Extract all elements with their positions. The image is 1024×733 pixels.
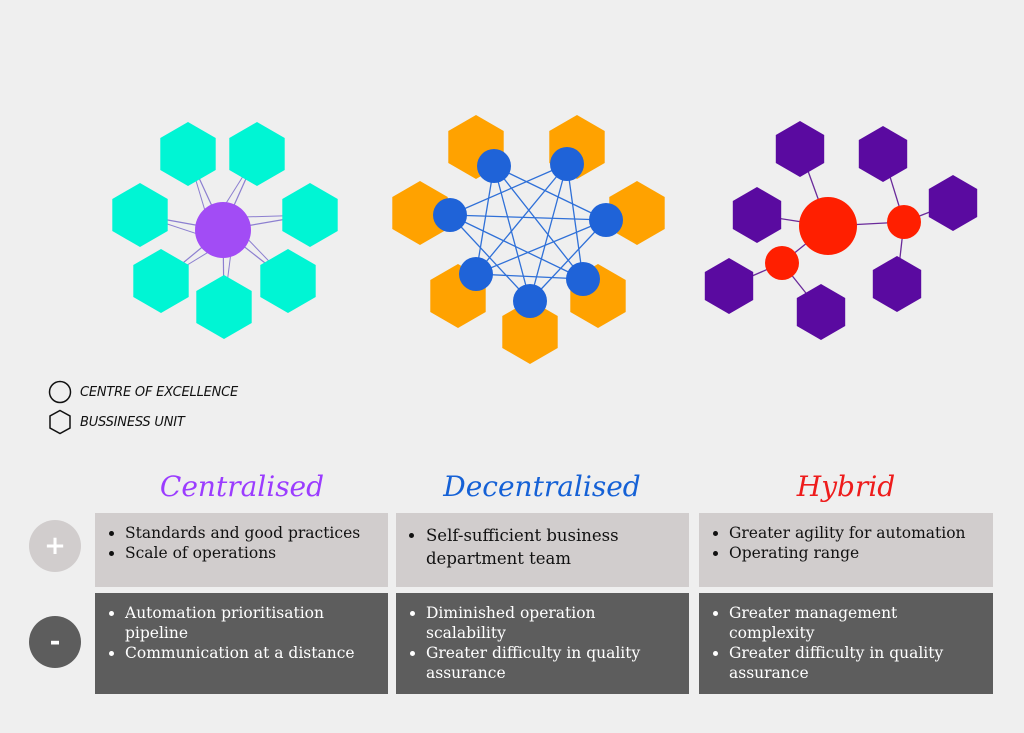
business-unit-hexagon xyxy=(775,121,825,177)
centre-of-excellence-circle xyxy=(433,198,467,232)
link-line xyxy=(529,219,607,302)
link-line xyxy=(493,165,531,302)
con-item: Automation prioritisation pipeline xyxy=(125,603,376,643)
link-line xyxy=(475,163,568,275)
centre-of-excellence-circle xyxy=(477,149,511,183)
business-unit-hexagon xyxy=(502,300,558,364)
legend-coe-label: CENTRE OF EXCELLENCE xyxy=(80,384,239,400)
business-unit-hexagon xyxy=(160,122,216,186)
centre-of-excellence-circle xyxy=(459,257,493,291)
hybrid-diagram xyxy=(704,121,978,340)
centre-of-excellence-circle xyxy=(566,262,600,296)
centre-of-excellence-circle xyxy=(765,246,799,280)
advantages-plus-icon: + xyxy=(29,520,81,572)
business-unit-hexagon xyxy=(392,181,448,245)
hybrid-pros-cell: Greater agility for automation Operating… xyxy=(699,513,993,587)
link-line xyxy=(566,163,584,280)
disadvantages-minus-icon: - xyxy=(29,616,81,668)
centre-of-excellence-circle xyxy=(799,197,857,255)
decentralised-cons-cell: Diminished operation scalability Greater… xyxy=(396,593,689,694)
link-line xyxy=(529,163,568,302)
legend-business-unit: BUSSINESS UNIT xyxy=(48,407,238,437)
link-line xyxy=(475,219,607,275)
business-unit-hexagon xyxy=(260,249,316,313)
business-unit-hexagon xyxy=(196,275,252,339)
link-line xyxy=(475,165,495,275)
hybrid-heading: Hybrid xyxy=(796,470,896,503)
hybrid-cons-cell: Greater management complexity Greater di… xyxy=(699,593,993,694)
business-unit-hexagon xyxy=(732,187,782,243)
business-unit-hexagon xyxy=(928,175,978,231)
business-unit-hexagon xyxy=(704,258,754,314)
con-item: Diminished operation scalability xyxy=(426,603,677,643)
business-unit-hexagon xyxy=(796,284,846,340)
link-line xyxy=(449,163,568,216)
circle-icon xyxy=(48,380,72,404)
con-item: Greater management complexity xyxy=(729,603,981,643)
pro-item: Scale of operations xyxy=(125,543,376,563)
hexagon-icon xyxy=(49,409,71,435)
link-line xyxy=(475,273,584,280)
business-unit-hexagon xyxy=(609,181,665,245)
link-line xyxy=(449,214,607,221)
pro-item: Greater agility for automation xyxy=(729,523,981,543)
business-unit-hexagon xyxy=(229,122,285,186)
centre-of-excellence-circle xyxy=(513,284,547,318)
centre-of-excellence-circle xyxy=(195,202,251,258)
con-item: Greater difficulty in quality assurance xyxy=(729,643,981,683)
link-line xyxy=(493,165,607,221)
business-unit-hexagon xyxy=(133,249,189,313)
centre-of-excellence-circle xyxy=(589,203,623,237)
legend-business-unit-label: BUSSINESS UNIT xyxy=(80,414,185,430)
con-item: Communication at a distance xyxy=(125,643,376,663)
pro-item: Standards and good practices xyxy=(125,523,376,543)
centralised-diagram xyxy=(112,122,338,339)
legend-coe: CENTRE OF EXCELLENCE xyxy=(48,377,238,407)
centre-of-excellence-circle xyxy=(887,205,921,239)
pro-item: Self-sufficient business department team xyxy=(426,524,677,570)
con-item: Greater difficulty in quality assurance xyxy=(426,643,677,683)
decentralised-heading: Decentralised xyxy=(443,470,641,503)
legend: CENTRE OF EXCELLENCE BUSSINESS UNIT xyxy=(48,377,238,437)
centralised-heading: Centralised xyxy=(159,470,325,503)
link-line xyxy=(449,214,584,280)
business-unit-hexagon xyxy=(282,183,338,247)
business-unit-hexagon xyxy=(858,126,908,182)
centre-of-excellence-circle xyxy=(550,147,584,181)
decentralised-diagram xyxy=(392,115,665,364)
business-unit-hexagon xyxy=(872,256,922,312)
pro-item: Operating range xyxy=(729,543,981,563)
decentralised-pros-cell: Self-sufficient business department team xyxy=(396,513,689,587)
centralised-cons-cell: Automation prioritisation pipeline Commu… xyxy=(95,593,388,694)
centralised-pros-cell: Standards and good practices Scale of op… xyxy=(95,513,388,587)
business-unit-hexagon xyxy=(112,183,168,247)
